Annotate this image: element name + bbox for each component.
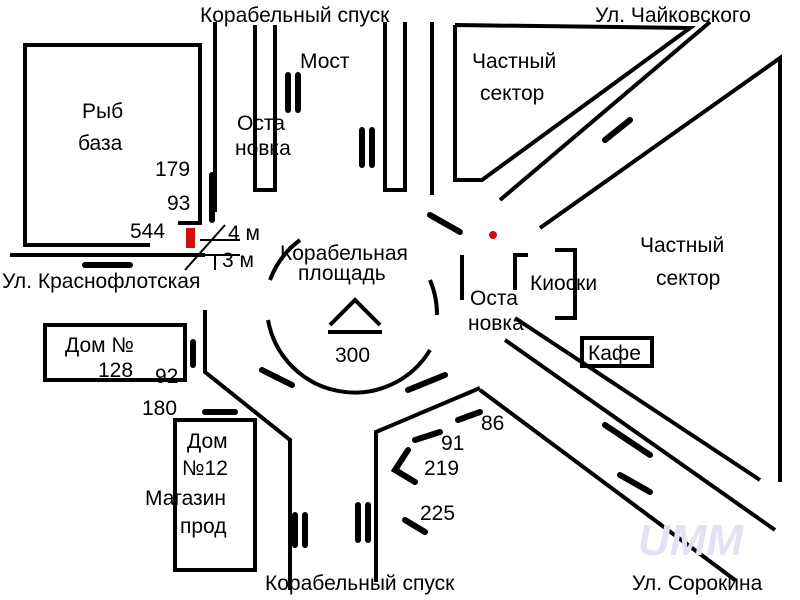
house-128-label: Дом № xyxy=(65,334,134,357)
sorokina-road-edge xyxy=(478,388,737,582)
house-12-label: Дом xyxy=(187,430,228,453)
roundabout-circle xyxy=(266,319,432,395)
location-marker xyxy=(186,228,195,248)
private-sector-right-label: сектор xyxy=(656,267,720,290)
street-label-korabelny-bottom: Корабельный спуск xyxy=(265,572,455,595)
distance-label: 3 м xyxy=(222,249,254,272)
sorokina-road-edge xyxy=(513,316,762,482)
bus-stop-top-label: Оста xyxy=(237,112,285,135)
street-label-krasnoflotskaya: Ул. Краснофлотская xyxy=(2,270,200,293)
monument-icon xyxy=(328,297,382,327)
route-number: 179 xyxy=(155,158,190,181)
chaikovskogo-road-edge xyxy=(498,20,712,202)
road-edge xyxy=(374,386,481,582)
bus-stop-top-label: новка xyxy=(235,137,291,160)
street-label-sorokina: Ул. Сорокина xyxy=(632,572,763,595)
distance-label: 4 м xyxy=(228,222,260,245)
private-sector-top-label: Частный xyxy=(472,50,556,73)
roundabout-circle xyxy=(268,238,302,281)
route-number: 91 xyxy=(441,432,464,455)
house-128-building xyxy=(43,323,187,382)
private-sector-right-block xyxy=(538,54,782,482)
street-label-korabelny-top: Корабельный спуск xyxy=(200,4,390,27)
cafe-building xyxy=(580,336,654,368)
private-sector-top-label: сектор xyxy=(480,82,544,105)
bus-stop-right-shelter xyxy=(513,253,528,290)
kiosks-label: Киоски xyxy=(530,272,597,295)
house-128-label: 128 xyxy=(98,359,133,382)
house-12-label: Магазин xyxy=(145,487,226,510)
sorokina-road-edge xyxy=(503,338,777,532)
road-median xyxy=(383,22,407,192)
bus-stop-top-shelter xyxy=(253,25,277,192)
route-number: 544 xyxy=(130,220,165,243)
location-dot xyxy=(489,231,497,239)
route-number: 93 xyxy=(167,192,190,215)
house-12-label: прод xyxy=(180,515,227,538)
bridge-label: Мост xyxy=(300,50,350,73)
cafe-label: Кафе xyxy=(588,342,641,365)
watermark: UMM xyxy=(638,516,744,565)
route-number: 225 xyxy=(420,502,455,525)
route-number: 219 xyxy=(424,457,459,480)
bus-stop-right-label: Оста xyxy=(470,287,518,310)
square-label: площадь xyxy=(298,262,386,285)
fish-base-building xyxy=(23,43,202,247)
private-sector-top-block xyxy=(453,23,697,182)
square-label: Корабельная xyxy=(280,242,408,265)
roundabout-circle xyxy=(428,279,440,316)
distance-marks xyxy=(184,224,240,271)
route-number: 86 xyxy=(481,412,504,435)
kiosks-outline xyxy=(555,248,577,320)
traffic-marks xyxy=(82,72,653,548)
fish-base-label: база xyxy=(78,132,123,155)
fish-base-label: Рыб xyxy=(82,100,123,123)
street-label-chaikovskogo: Ул. Чайковского xyxy=(595,4,751,27)
route-number: 180 xyxy=(142,397,177,420)
private-sector-right-label: Частный xyxy=(640,234,724,257)
square-number: 300 xyxy=(335,344,370,367)
house-12-building xyxy=(173,418,257,572)
bus-stop-right-label: новка xyxy=(468,312,524,335)
road-edge xyxy=(203,310,292,590)
house-12-label: №12 xyxy=(182,457,228,480)
route-number: 92 xyxy=(155,365,178,388)
